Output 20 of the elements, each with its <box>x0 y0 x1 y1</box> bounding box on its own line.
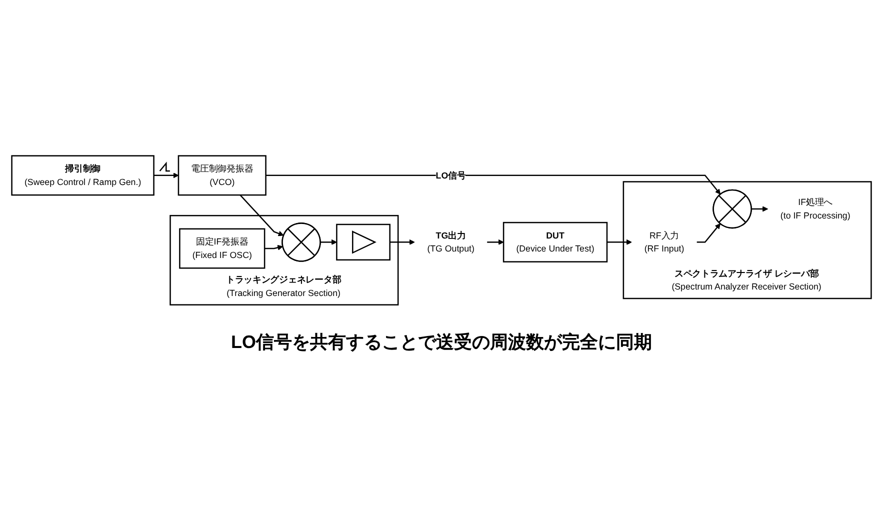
arrow <box>240 194 284 236</box>
arrow <box>154 172 179 178</box>
node-box: 電圧制御発振器 (VCO) <box>178 154 266 196</box>
arrow <box>606 239 632 245</box>
arrow <box>751 206 768 212</box>
arrow <box>487 239 504 245</box>
arrow <box>390 239 415 245</box>
node-text: RF入力 (RF Input) <box>644 230 684 254</box>
node-box: DUT (Device Under Test) <box>502 222 608 262</box>
node-text: TG出力 (TG Output) <box>427 230 474 254</box>
arrow <box>320 239 337 245</box>
edge-label: LO信号 <box>436 170 466 180</box>
arrow <box>264 244 284 250</box>
arrow <box>266 174 721 194</box>
node-text: IF処理へ (to IF Processing) <box>780 196 850 220</box>
arrow <box>696 223 721 242</box>
note-text: LO信号を共有することで送受の周波数が完全に同期 <box>231 332 652 352</box>
node-box: 掃引制御 (Sweep Control / Ramp Gen.) <box>11 154 154 196</box>
node-box <box>336 224 390 260</box>
node-box: 固定IF発振器 (Fixed IF OSC) <box>179 228 266 268</box>
